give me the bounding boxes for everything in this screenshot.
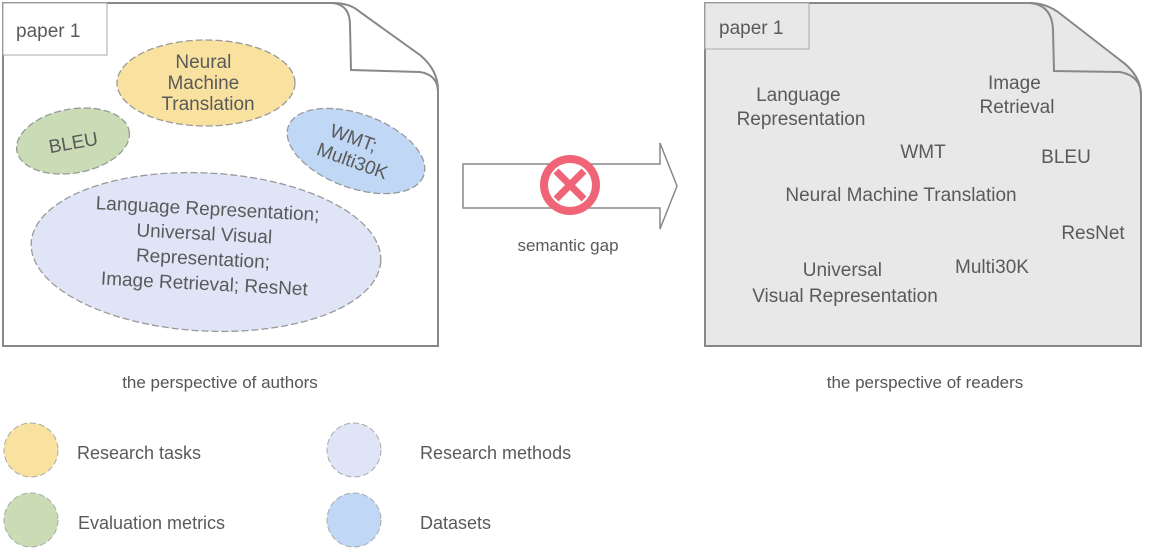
cross-circle-icon: [540, 155, 600, 215]
ellipse-research-method: [30, 171, 382, 333]
authors-caption: the perspective of authors: [122, 373, 318, 392]
term-nmt: Neural Machine Translation: [785, 185, 1016, 206]
task-line: Machine: [167, 73, 239, 94]
svg-text:Neural Machine Tra: Neural Machine Translation: [161, 52, 254, 115]
term-resnet: ResNet: [1061, 223, 1125, 244]
ellipse-dataset: [286, 107, 426, 195]
legend-swatch-datasets: [326, 492, 382, 548]
ellipse-evaluation-metric: [15, 107, 131, 175]
legend-swatch-tasks: [3, 422, 59, 478]
task-line: Translation: [161, 94, 254, 115]
term-bleu: BLEU: [1041, 147, 1091, 168]
term-line: Language: [756, 85, 841, 106]
legend-label: Research methods: [420, 443, 572, 463]
legend: [3, 422, 382, 548]
term-line: Visual Representation: [752, 286, 938, 307]
paper-tag: paper 1: [719, 18, 783, 39]
term-wmt: WMT: [900, 142, 946, 163]
svg-text:Universal Visual Represe: Universal Visual Representation: [752, 260, 938, 307]
ellipse-research-task: [116, 39, 296, 127]
authors-paper: paper 1 Neural Machine Translation BLEU …: [2, 2, 439, 347]
task-line: Neural: [175, 52, 231, 73]
legend-label: Research tasks: [77, 443, 202, 463]
semantic-gap-label: semantic gap: [517, 236, 618, 255]
term-multi30k: Multi30K: [955, 257, 1029, 278]
legend-label: Datasets: [420, 513, 492, 533]
legend-label: Evaluation metrics: [78, 513, 226, 533]
term-line: Retrieval: [980, 97, 1055, 118]
paper-tag: paper 1: [16, 21, 80, 42]
svg-text:Image Retrieval: Image Retrieval: [980, 73, 1055, 118]
svg-text:Language Representation: Language Representation: [737, 85, 866, 130]
semantic-gap-arrow: semantic gap: [462, 142, 678, 255]
readers-caption: the perspective of readers: [826, 373, 1024, 392]
term-line: Image: [988, 73, 1041, 94]
paper-tag-box: [2, 2, 108, 56]
term-line: Universal: [803, 260, 882, 281]
legend-swatch-metrics: [3, 492, 59, 548]
legend-swatch-methods: [326, 422, 382, 478]
term-line: Representation: [737, 109, 866, 130]
readers-paper: paper 1 Language Representation Image Re…: [704, 1, 1142, 347]
paper-tag-box: [704, 2, 810, 50]
